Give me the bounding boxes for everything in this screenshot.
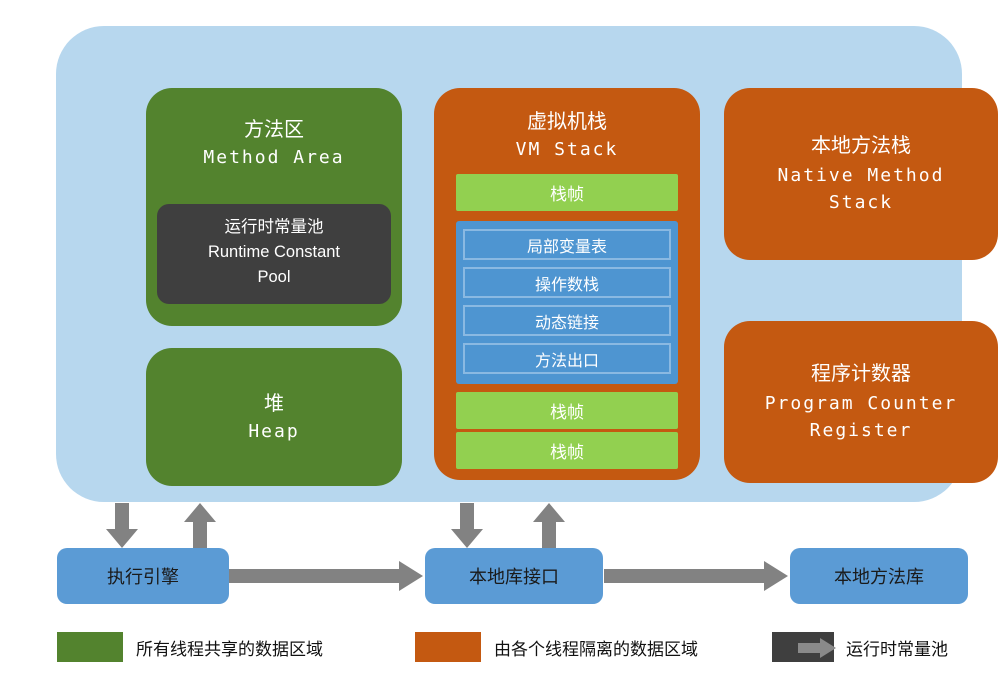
arrow-shaft	[229, 569, 399, 583]
local-variable-table-bar: 局部变量表	[463, 229, 671, 260]
legend-swatch-isolated-orange	[415, 632, 481, 662]
heap-title-zh: 堆	[264, 392, 284, 415]
arrow-head-right-icon	[399, 561, 423, 591]
arrow-shaft	[115, 503, 129, 529]
arrow-execution-to-interface	[229, 561, 423, 591]
arrow-head-up-icon	[184, 503, 216, 522]
stack-frame-detail-group: 局部变量表 操作数栈 动态链接 方法出口	[456, 221, 678, 384]
runtime-pool-line2: Runtime Constant	[207, 243, 341, 261]
arrow-shaft	[460, 503, 474, 529]
native-library-interface-node: 本地库接口	[425, 548, 603, 604]
runtime-data-area: 方法区 Method Area 运行时常量池 Runtime Constant …	[56, 26, 998, 502]
arrow-head-right-icon	[820, 638, 836, 658]
native-stack-title-en2: Stack	[828, 192, 894, 213]
method-exit-bar: 方法出口	[463, 343, 671, 374]
arrow-head-right-icon	[764, 561, 788, 591]
dynamic-linking-bar: 动态链接	[463, 305, 671, 336]
up-arrow-from-native-interface	[533, 503, 565, 548]
stack-frame-3: 栈帧	[456, 432, 678, 469]
up-arrow-from-execution-engine	[184, 503, 216, 548]
arrow-shaft	[798, 643, 820, 653]
vm-stack-title-en: VM Stack	[515, 139, 619, 160]
pc-register-title-en1: Program Counter	[764, 393, 958, 414]
native-stack-title-en1: Native Method	[777, 165, 945, 186]
operand-stack-bar: 操作数栈	[463, 267, 671, 298]
down-arrow-to-native-interface	[451, 503, 483, 548]
arrow-interface-to-library	[604, 561, 788, 591]
legend-label-runtime-pool: 运行时常量池	[846, 639, 948, 659]
runtime-pool-line1: 运行时常量池	[224, 218, 324, 236]
native-stack-title-zh: 本地方法栈	[811, 135, 911, 157]
method-area-title-zh: 方法区	[244, 119, 304, 141]
arrow-head-down-icon	[106, 529, 138, 548]
method-area-box: 方法区 Method Area 运行时常量池 Runtime Constant …	[146, 88, 402, 326]
arrow-shaft	[604, 569, 764, 583]
program-counter-box: 程序计数器 Program Counter Register	[724, 321, 998, 483]
vm-stack-title-zh: 虚拟机栈	[527, 111, 607, 133]
pc-register-title-en2: Register	[809, 420, 913, 441]
heap-title-en: Heap	[248, 420, 300, 442]
heap-box: 堆 Heap	[146, 348, 402, 486]
pc-register-title-zh: 程序计数器	[811, 363, 911, 385]
vm-stack-box: 虚拟机栈 VM Stack 栈帧 局部变量表 操作数栈 动态链接 方法出口 栈帧…	[434, 88, 700, 480]
legend-swatch-shared-green	[57, 632, 123, 662]
stack-frame-2: 栈帧	[456, 392, 678, 429]
execution-engine-node: 执行引擎	[57, 548, 229, 604]
arrow-shaft	[542, 522, 556, 548]
legend-label-shared: 所有线程共享的数据区域	[136, 639, 323, 659]
legend-label-isolated: 由各个线程隔离的数据区域	[494, 639, 698, 659]
runtime-constant-pool-box: 运行时常量池 Runtime Constant Pool	[157, 204, 391, 304]
arrow-head-up-icon	[533, 503, 565, 522]
method-area-title-en: Method Area	[203, 147, 345, 168]
native-method-library-node: 本地方法库	[790, 548, 968, 604]
runtime-pool-line3: Pool	[257, 268, 291, 286]
stack-frame-1: 栈帧	[456, 174, 678, 211]
down-arrow-to-execution-engine	[106, 503, 138, 548]
legend-pointer-arrow-icon	[798, 638, 836, 658]
arrow-shaft	[193, 522, 207, 548]
native-method-stack-box: 本地方法栈 Native Method Stack	[724, 88, 998, 260]
arrow-head-down-icon	[451, 529, 483, 548]
